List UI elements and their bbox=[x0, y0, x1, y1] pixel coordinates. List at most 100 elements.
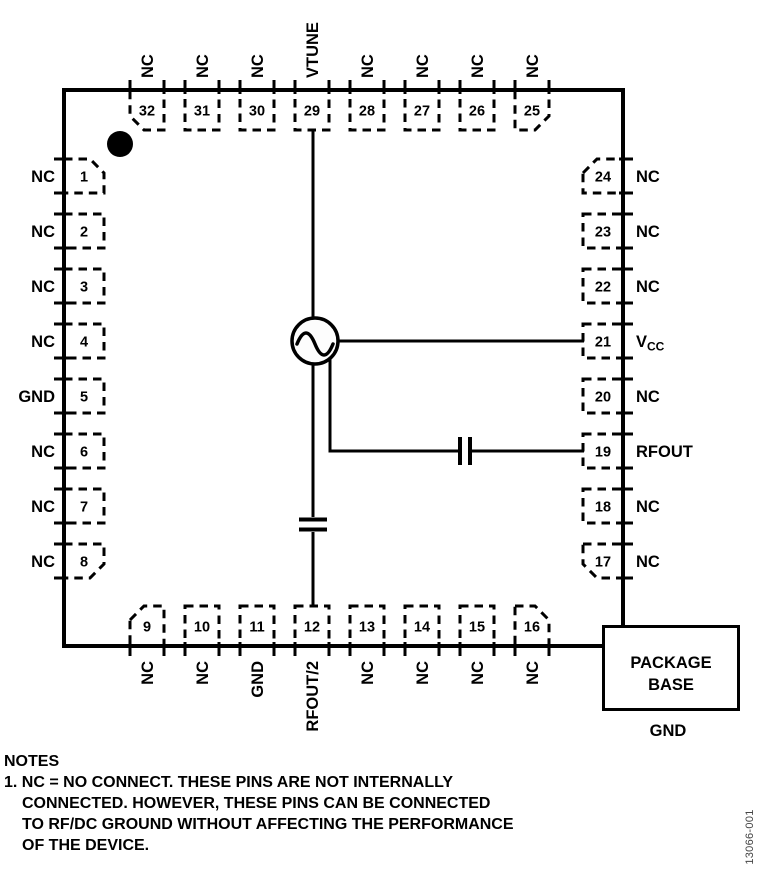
pin-label: NC bbox=[31, 223, 55, 241]
pin-21: 21 VCC bbox=[581, 322, 665, 360]
pin-label: NC bbox=[636, 278, 660, 296]
pin-label: NC bbox=[139, 54, 157, 78]
pin-pad-box bbox=[403, 88, 441, 132]
pin-pad-box bbox=[62, 432, 106, 470]
pin-number: 4 bbox=[80, 335, 88, 351]
pin-number: 32 bbox=[139, 104, 155, 120]
pin-pad-box bbox=[62, 377, 106, 415]
pin-pad-box bbox=[348, 604, 386, 648]
pin-label: VCC bbox=[636, 333, 665, 354]
pin-number: 21 bbox=[595, 335, 611, 351]
pin-pad-box bbox=[403, 604, 441, 648]
pin-label: GND bbox=[249, 661, 267, 698]
pin-label: NC bbox=[469, 54, 487, 78]
pin-number: 1 bbox=[80, 170, 88, 186]
pin-number: 11 bbox=[249, 620, 264, 636]
pin-label: NC bbox=[31, 278, 55, 296]
pin-pad-box bbox=[238, 604, 276, 648]
pin-label: GND bbox=[18, 388, 55, 406]
pin-23: 23 NC bbox=[581, 212, 660, 250]
pin-pad-box bbox=[128, 88, 166, 132]
pin-number: 30 bbox=[249, 104, 265, 120]
pin-2: 2 NC bbox=[31, 212, 106, 250]
pin-label: NC bbox=[636, 388, 660, 406]
pin-label: NC bbox=[31, 443, 55, 461]
pin-pad-box bbox=[183, 88, 221, 132]
figure-number: 13066-001 bbox=[744, 809, 756, 865]
pin-number: 20 bbox=[595, 390, 611, 406]
pin-number: 8 bbox=[80, 555, 88, 571]
pin-22: 22 NC bbox=[581, 267, 660, 305]
note-line: CONNECTED. HOWEVER, THESE PINS CAN BE CO… bbox=[22, 795, 491, 812]
pin-1: 1NC bbox=[31, 157, 106, 195]
pin-label: RFOUT bbox=[636, 443, 693, 461]
pin-label: NC bbox=[194, 661, 212, 685]
pin-label: NC bbox=[194, 54, 212, 78]
pin-28: 28 NC bbox=[348, 54, 386, 132]
pin-pad-box bbox=[581, 542, 625, 580]
pin-number: 10 bbox=[194, 620, 210, 636]
pin-9: 9NC bbox=[128, 604, 166, 685]
pin-number: 28 bbox=[359, 104, 375, 120]
pin-4: 4 NC bbox=[31, 322, 106, 360]
pin-label: NC bbox=[359, 54, 377, 78]
pin-32: 32 NC bbox=[128, 54, 166, 132]
pin-26: 26 NC bbox=[458, 54, 496, 132]
pin-label: NC bbox=[31, 333, 55, 351]
package-base-box bbox=[602, 625, 740, 711]
pin-7: 7NC bbox=[31, 487, 106, 525]
pin-number: 17 bbox=[595, 555, 611, 571]
pin-30: 30 NC bbox=[238, 54, 276, 132]
pin-number: 23 bbox=[595, 225, 611, 241]
pin-label: NC bbox=[636, 223, 660, 241]
pin-pad-box bbox=[581, 267, 625, 305]
pin-6: 6NC bbox=[31, 432, 106, 470]
pin-31: 31 NC bbox=[183, 54, 221, 132]
pin-label: NC bbox=[359, 661, 377, 685]
package-base-gnd-label: GND bbox=[650, 722, 687, 740]
pin-label: NC bbox=[469, 661, 487, 685]
pin-label: RFOUT/2 bbox=[304, 661, 322, 732]
pin-number: 5 bbox=[80, 390, 88, 406]
pin-pad-box bbox=[62, 157, 106, 195]
pin-number: 26 bbox=[469, 104, 485, 120]
capacitor-icon bbox=[299, 517, 327, 532]
chip-outline bbox=[62, 88, 625, 648]
pin-number: 22 bbox=[595, 280, 611, 296]
pin-5: 5 GND bbox=[18, 377, 106, 415]
pin-20: 20 NC bbox=[581, 377, 660, 415]
pin-pad-box bbox=[581, 377, 625, 415]
pin-pad-box bbox=[581, 487, 625, 525]
pin-number: 31 bbox=[194, 104, 210, 120]
pin-number: 18 bbox=[595, 500, 611, 516]
pin-number: 14 bbox=[414, 620, 430, 636]
pin-pad-box bbox=[62, 322, 106, 360]
pin-pad-box bbox=[293, 88, 331, 132]
pin-pad-box bbox=[62, 267, 106, 305]
pin-label: NC bbox=[249, 54, 267, 78]
pin-pad-box bbox=[513, 604, 551, 648]
pin-number: 15 bbox=[469, 620, 485, 636]
pin-pad-box bbox=[62, 212, 106, 250]
pin-number: 19 bbox=[595, 445, 611, 461]
pin-pad-box bbox=[513, 88, 551, 132]
pin-pad-box bbox=[293, 604, 331, 648]
pin-number: 13 bbox=[359, 620, 375, 636]
pin-number: 3 bbox=[80, 280, 88, 296]
pin-label: NC bbox=[31, 553, 55, 571]
pin-pad-box bbox=[183, 604, 221, 648]
pin-number: 2 bbox=[80, 225, 88, 241]
pin-pad-box bbox=[128, 604, 166, 648]
pin-label: VTUNE bbox=[304, 22, 322, 78]
pin-number: 25 bbox=[524, 104, 540, 120]
pin-number: 29 bbox=[304, 104, 320, 120]
